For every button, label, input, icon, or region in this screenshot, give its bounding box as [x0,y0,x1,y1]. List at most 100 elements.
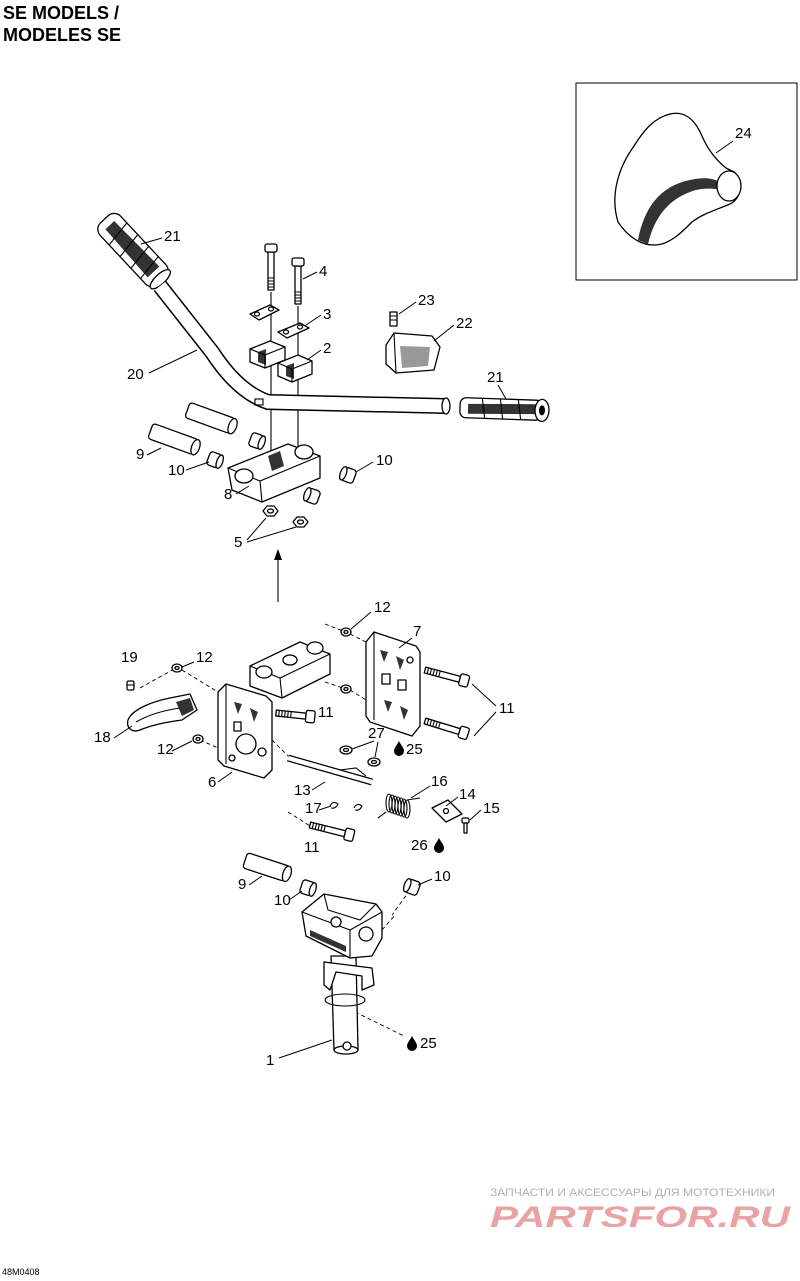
bolt-part-11c [275,709,316,724]
tube-part-9b [184,402,238,435]
callout-label: 4 [319,263,327,280]
callout-1: 1 [266,1039,333,1069]
callout-label: 11 [304,839,320,856]
callout-label: 15 [483,800,500,817]
callout-label: 12 [374,599,391,616]
callout-label: 1 [266,1052,274,1069]
callout-14: 14 [445,786,476,807]
callout-label: 10 [376,452,393,469]
callout-12-left-upper: 12 [181,649,213,668]
diagram-title-line1: SE MODELS / [3,3,119,23]
screw-part-19 [126,680,135,691]
steering-yoke [301,893,383,959]
callout-19: 19 [121,649,138,666]
callout-25-middle: 25 [394,741,423,758]
brake-lever-part-18 [126,693,198,732]
oil-drop-icon [407,1036,417,1051]
callout-label: 10 [434,868,451,885]
callout-17: 17 [305,800,332,817]
grip-part-right [459,397,550,423]
callout-25-lower: 25 [407,1035,437,1052]
screw-part-15 [461,817,470,834]
callout-label: 11 [318,704,334,721]
screw-part-23 [389,311,398,327]
callout-label: 8 [224,486,232,503]
callout-label: 10 [274,892,291,909]
callout-label: 2 [323,340,331,357]
handlebar-part [153,281,451,415]
inset-frame [575,82,798,281]
callout-10-upper-right: 10 [355,452,393,473]
housing-part-22 [385,332,441,374]
callout-21-left: 21 [140,228,181,245]
oil-drop-icon [434,838,444,853]
bushing-part-10-lower-left [299,879,317,897]
callout-10-lower-left: 10 [274,890,303,909]
tube-part-9a [147,423,201,456]
callout-7: 7 [398,623,421,649]
callout-2: 2 [306,340,331,361]
bushing-part-10-lower-right [402,877,421,896]
callout-9-lower: 9 [238,875,263,893]
callout-10-upper-left: 10 [168,461,210,479]
riser-block-part-8 [227,443,321,503]
callout-label: 26 [411,837,428,854]
oil-drop-icon [394,741,404,756]
callout-label: 25 [420,1035,437,1052]
bolt-part-11d [308,821,356,842]
callout-11-middle: 11 [318,704,334,721]
callout-6: 6 [208,771,233,791]
callout-label: 14 [459,786,476,803]
callout-label: 17 [305,800,322,817]
callout-22: 22 [433,315,473,342]
callout-24: 24 [715,125,752,154]
callout-12-left-lower: 12 [157,740,193,758]
watermark-tagline: ЗАПЧАСТИ И АКСЕССУАРЫ ДЛЯ МОТОТЕХНИКИ [490,1187,775,1199]
callout-label: 25 [406,741,423,758]
clamp-part-2 [249,340,313,383]
callout-12-top: 12 [350,599,391,630]
steering-column-part-1 [323,955,375,1055]
callout-label: 23 [418,292,435,309]
callout-label: 16 [431,773,448,790]
clip-part-17 [329,801,363,811]
tube-part-9-lower [242,852,293,883]
drawing-code: 48M0408 [2,1267,40,1277]
callout-10-lower-right: 10 [417,868,451,886]
callout-label: 11 [499,700,515,717]
clamp-plate-part-3 [249,304,310,339]
assembly-arrow [274,549,282,602]
lever-part-14 [431,799,463,823]
callout-15: 15 [469,800,500,821]
callout-11-lower: 11 [304,839,320,856]
callout-9-upper: 9 [136,446,162,463]
callout-23: 23 [398,292,435,315]
callout-label: 24 [735,125,752,142]
bolt-part-11a [423,666,471,688]
washer-part-12 [171,627,352,744]
callout-label: 9 [136,446,144,463]
nut-part-5 [262,505,309,528]
callout-27: 27 [351,725,385,758]
callout-label: 9 [238,876,246,893]
bushing-part-10d [302,486,321,505]
callout-3: 3 [305,306,331,326]
diagram-title-line2: MODELES SE [3,25,121,45]
callout-label: 21 [487,369,504,386]
callout-4: 4 [302,263,327,280]
side-plate-part-6 [217,683,273,779]
callout-label: 12 [196,649,213,666]
callout-label: 7 [413,623,421,640]
spring-part-16 [377,793,421,819]
callout-13: 13 [294,781,326,799]
callout-8: 8 [224,485,250,503]
callout-26: 26 [411,837,444,854]
callout-label: 6 [208,774,216,791]
watermark-logo: PARTSFOR.RU [490,1201,792,1234]
bolt-part-4b [291,257,305,305]
bolt-part-11b [423,717,470,741]
callout-5: 5 [234,517,297,551]
callout-18: 18 [94,725,133,746]
grip-part-left [97,212,172,290]
